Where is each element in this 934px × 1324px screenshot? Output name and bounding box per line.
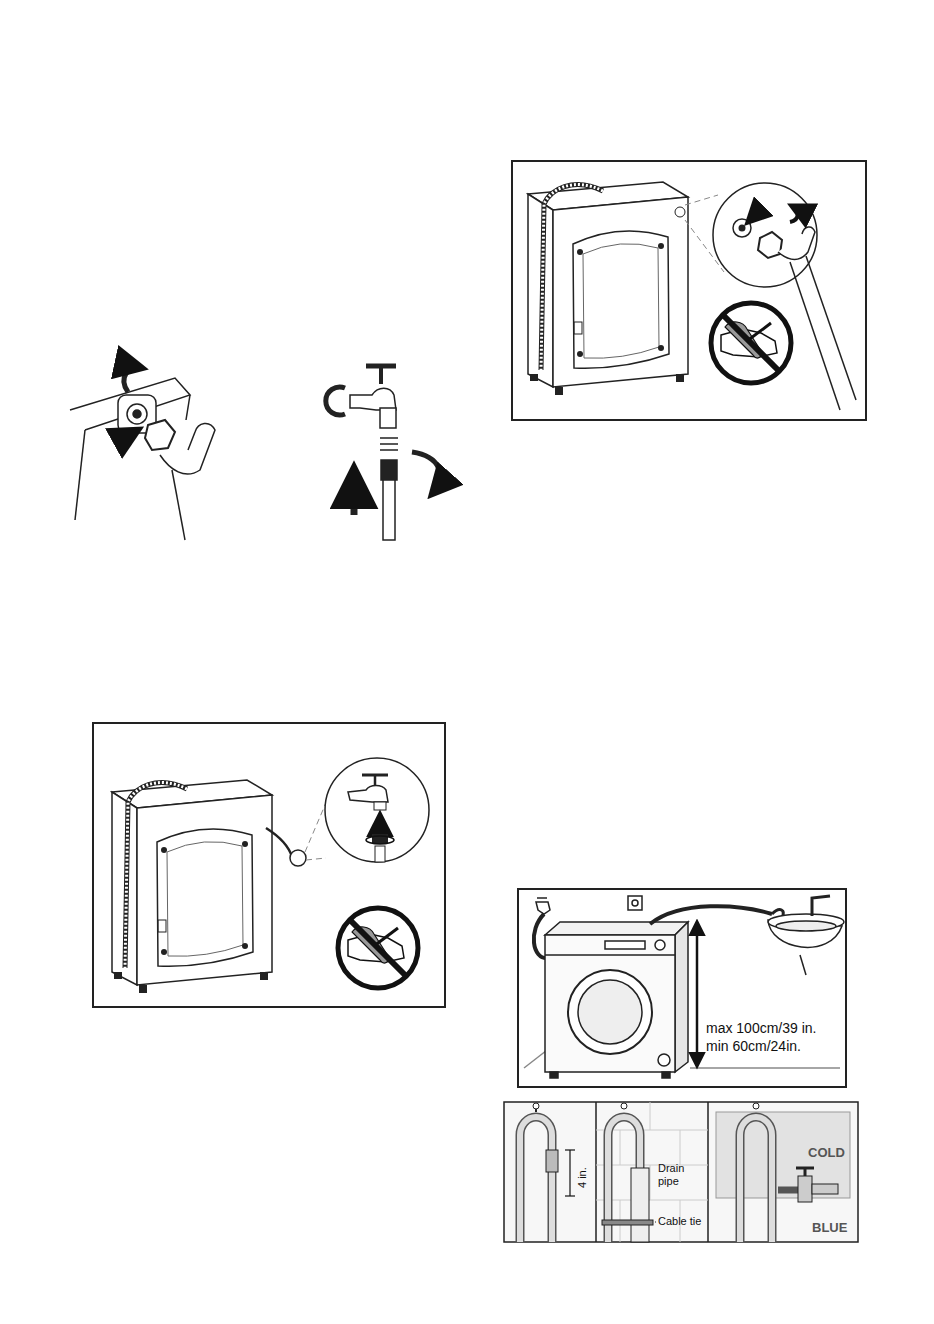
tap-label: COLD	[808, 1145, 845, 1161]
dimension-label: 4 in.	[576, 1167, 589, 1188]
inlet-connection-figure	[70, 366, 440, 540]
tap-label: BLUE	[812, 1220, 847, 1236]
inlet-detail-figure	[512, 161, 866, 420]
height-label: min 60cm/24in.	[706, 1038, 801, 1055]
tap-detail-figure	[93, 723, 445, 1007]
drain-height-figure	[518, 889, 846, 1087]
part-label: Drain pipe	[658, 1162, 696, 1188]
height-label: max 100cm/39 in.	[706, 1020, 817, 1037]
part-label: Cable tie	[658, 1215, 701, 1228]
hose-hook-figure	[504, 1102, 858, 1242]
